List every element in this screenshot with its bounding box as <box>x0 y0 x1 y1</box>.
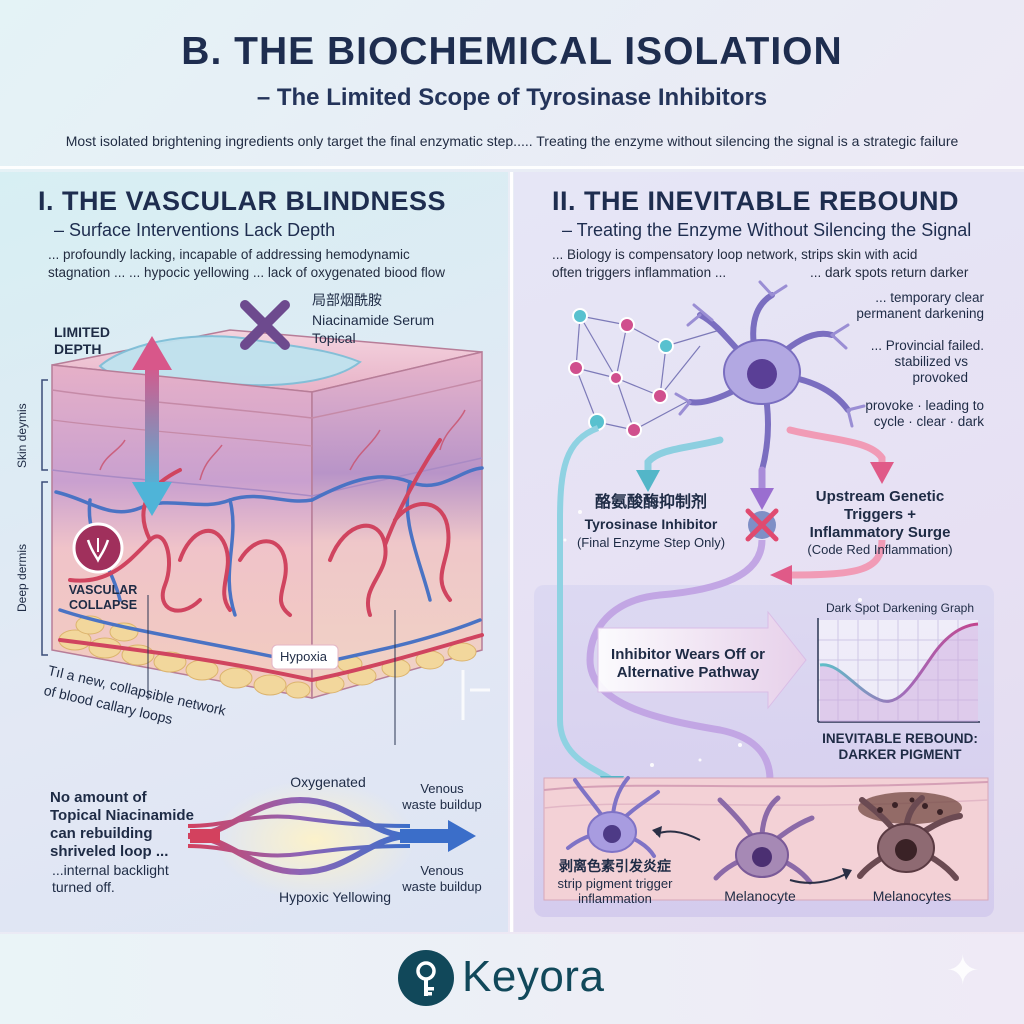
strip-label-1: strip pigment trigger <box>557 876 673 891</box>
pink-return-arrow <box>770 539 886 585</box>
note-temporary-2: permanent darkening <box>856 306 984 321</box>
venous-label-1a: Venous <box>420 781 464 796</box>
rebound-label-2: DARKER PIGMENT <box>838 747 962 762</box>
venous-label-1b: waste buildup <box>402 797 482 812</box>
right-desc-line-1: ... Biology is compensatory loop network… <box>552 247 918 262</box>
left-section-title: I. THE VASCULAR BLINDNESS <box>38 186 447 216</box>
serum-label-1: Niacinamide Serum <box>312 312 435 328</box>
note-provincial-1: ... Provincial failed. <box>870 338 984 353</box>
no-amount-line-4: shriveled loop ... <box>50 843 169 860</box>
venous-label-2a: Venous <box>420 863 464 878</box>
melanocyte-dark <box>857 792 963 881</box>
artery-network <box>58 438 484 683</box>
no-amount-line-2: Topical Niacinamide <box>50 807 194 824</box>
inhibitor-label-2: (Final Enzyme Step Only) <box>576 535 726 550</box>
darkening-graph <box>817 618 980 723</box>
right-desc-line-2a: often triggers inflammation ... <box>552 265 727 280</box>
upstream-label-3: Inflammatory Surge <box>809 524 951 541</box>
sparkle-icon: ✦ <box>946 949 980 993</box>
serum-label-cn: 局部烟酰胺 <box>312 292 382 308</box>
brand-name: Keyora <box>462 952 605 1001</box>
header: B. THE BIOCHEMICAL ISOLATION – The Limit… <box>0 0 1024 169</box>
graph-title: Dark Spot Darkening Graph <box>825 601 975 615</box>
skin-dermis-label: Skin deymis <box>15 403 29 468</box>
left-desc-line-1: ... profoundly lacking, incapable of add… <box>48 247 410 262</box>
deep-dermis-label: Deep dermis <box>15 543 29 612</box>
page-title: B. THE BIOCHEMICAL ISOLATION <box>181 30 843 73</box>
hypoxia-label: Hypoxia <box>280 649 327 664</box>
limited-depth-label-1: LIMITED <box>54 324 110 340</box>
melanocyte-label: Melanocyte <box>724 888 796 904</box>
inhibitor-label-1: Tyrosinase Inhibitor <box>584 516 718 532</box>
upstream-label-1: Upstream Genetic <box>815 488 945 505</box>
backlight-line-1: ...internal backlight <box>52 862 169 878</box>
page-subtitle: – The Limited Scope of Tyrosinase Inhibi… <box>256 84 768 111</box>
limited-depth-label-2: DEPTH <box>54 341 102 357</box>
left-section-subtitle: – Surface Interventions Lack Depth <box>54 220 336 240</box>
strip-label-cn: 剥离色素引发炎症 <box>559 858 671 874</box>
intro-text: Most isolated brightening ingredients on… <box>65 133 959 149</box>
skin-block <box>51 329 484 699</box>
wears-off-arrow <box>597 610 807 710</box>
backlight-line-2: turned off. <box>52 879 115 895</box>
vascular-collapse-label-2: COLLAPSE <box>68 598 138 612</box>
enzyme-block-icon <box>745 508 779 542</box>
limited-depth-arrow <box>132 336 172 516</box>
right-section-title: II. THE INEVITABLE REBOUND <box>552 186 960 216</box>
right-desc-line-2b: ... dark spots return darker <box>810 265 969 280</box>
wears-off-label-2: Alternative Pathway <box>616 664 760 681</box>
upstream-label-2: Triggers + <box>843 506 917 523</box>
melanocyte-cell-top <box>674 280 866 473</box>
signal-network <box>568 308 721 438</box>
depth-brackets <box>41 379 48 656</box>
upstream-label-4: (Code Red Inflammation) <box>807 542 953 557</box>
note-provoke-2: cycle · clear · dark <box>873 414 984 429</box>
note-provoke-1: provoke · leading to <box>865 398 984 413</box>
panel-divider <box>510 172 513 932</box>
no-amount-line-3: can rebuilding <box>50 825 153 842</box>
no-amount-line-1: No amount of <box>50 789 147 806</box>
note-provincial-2: stabilized vs <box>894 354 968 369</box>
blood-flow-diagram <box>187 780 476 900</box>
rebound-label-1: INEVITABLE REBOUND: <box>822 731 978 746</box>
note-provincial-3: provoked <box>912 370 968 385</box>
venous-label-2b: waste buildup <box>402 879 482 894</box>
inhibitor-label-cn: 酪氨酸酶抑制剂 <box>594 494 707 511</box>
serum-label-2: Topical <box>312 330 356 346</box>
strip-label-2: inflammation <box>578 891 652 906</box>
vascular-collapse-badge <box>72 522 124 574</box>
melanocyte-left <box>566 776 660 858</box>
melanocytes-label: Melanocytes <box>872 888 952 904</box>
note-temporary-1: ... temporary clear <box>875 290 984 305</box>
oxygenated-label: Oxygenated <box>290 774 366 790</box>
header-divider <box>0 166 1024 169</box>
key-logo-icon <box>398 950 454 1006</box>
wears-off-label-1: Inhibitor Wears Off or <box>611 646 765 663</box>
hypoxic-yellowing-label: Hypoxic Yellowing <box>278 889 392 905</box>
melanocyte-middle <box>713 795 815 885</box>
x-cross-icon <box>240 300 290 350</box>
left-desc-line-2: stagnation ... ... hypocic yellowing ...… <box>48 265 445 280</box>
footer <box>0 934 1024 1024</box>
vascular-collapse-label-1: VASCULAR <box>68 583 138 597</box>
right-section-subtitle: – Treating the Enzyme Without Silencing … <box>562 220 972 240</box>
hypoxia-tag <box>271 644 339 670</box>
